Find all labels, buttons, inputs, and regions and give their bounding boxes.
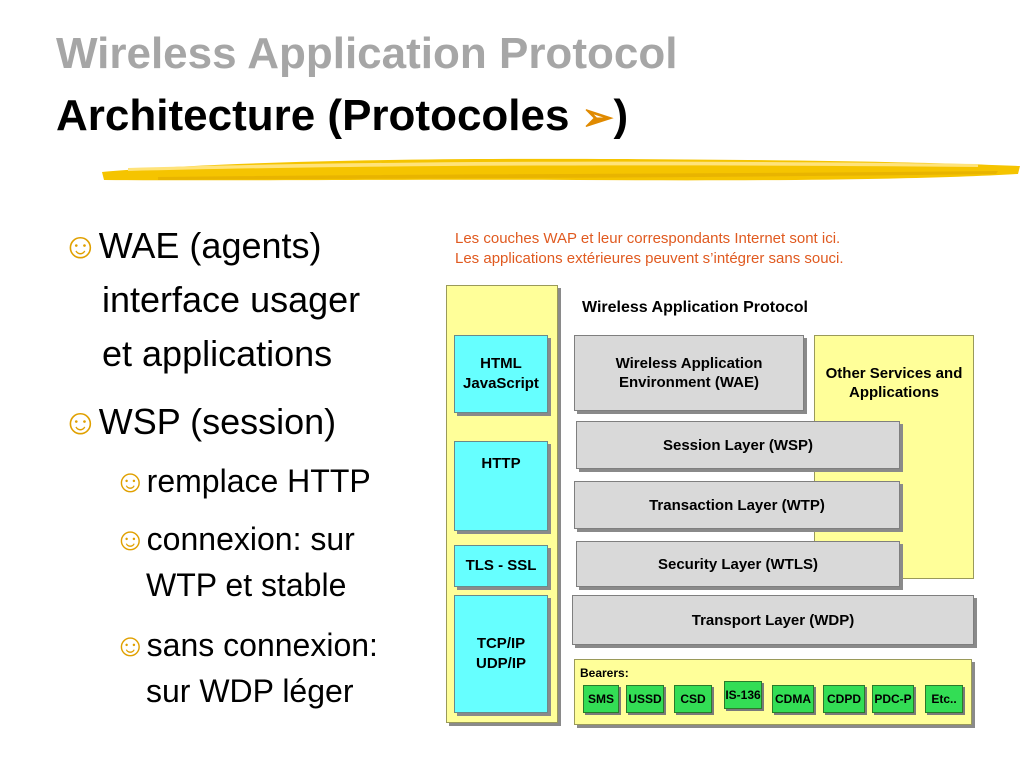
- bearer-pdc-p: PDC-P: [872, 685, 914, 713]
- tcp-ip-label: TCP/IP: [476, 635, 526, 652]
- bullet-wae-line2: interface usager: [102, 279, 361, 320]
- bearers-label: Bearers:: [580, 666, 629, 680]
- title-line2-close: ): [613, 91, 629, 140]
- caption-line2: Les applications extérieures peuvent s’i…: [455, 250, 844, 267]
- smiley-bullet-icon: ☺: [62, 225, 99, 266]
- bearer-etc: Etc..: [925, 685, 963, 713]
- smiley-bullet-icon: ☺: [114, 627, 147, 663]
- bearer-is136: IS-136: [724, 681, 762, 709]
- wae-line1: Wireless Application: [615, 355, 763, 372]
- sub-bullet-sans-connexion: ☺sans connexion:: [114, 626, 378, 664]
- highlighter-stroke: [102, 158, 1020, 181]
- bearer-csd: CSD: [674, 685, 712, 713]
- bullet-wae: ☺WAE (agents): [62, 224, 322, 268]
- bullet-wsp-text: WSP (session): [98, 401, 337, 442]
- slide-title-line1: Wireless Application Protocol: [56, 29, 678, 78]
- sub-bullet-http-text: remplace HTTP: [146, 463, 371, 499]
- tls-ssl-box: TLS - SSL: [454, 545, 548, 587]
- bullet-wae-line3: et applications: [102, 333, 333, 374]
- transport-layer-box: Transport Layer (WDP): [572, 595, 974, 645]
- bullet-wae-line1: WAE (agents): [98, 225, 322, 266]
- session-layer-box: Session Layer (WSP): [576, 421, 900, 469]
- bearer-cdma: CDMA: [772, 685, 814, 713]
- wap-architecture-diagram: HTML JavaScript HTTP TLS - SSL TCP/IP UDP/…: [446, 283, 980, 726]
- sub-bullet-sans-connexion-line2: sur WDP léger: [146, 673, 354, 709]
- transaction-layer-box: Transaction Layer (WTP): [574, 481, 900, 529]
- diagram-heading: Wireless Application Protocol: [582, 299, 808, 316]
- bearer-cdpd: CDPD: [823, 685, 865, 713]
- smiley-bullet-icon: ☺: [62, 401, 99, 442]
- javascript-label: JavaScript: [463, 375, 539, 392]
- caption-line1: Les couches WAP et leur correspondants I…: [455, 230, 841, 247]
- udp-ip-label: UDP/IP: [475, 655, 526, 672]
- smiley-bullet-icon: ☺: [114, 521, 147, 557]
- sub-bullet-http: ☺remplace HTTP: [114, 462, 371, 500]
- arrow-bullet-icon: ➢: [581, 97, 614, 139]
- bearer-sms: SMS: [583, 685, 619, 713]
- html-label: HTML: [480, 355, 522, 372]
- security-layer-box: Security Layer (WTLS): [576, 541, 900, 587]
- smiley-bullet-icon: ☺: [114, 463, 147, 499]
- tcp-udp-box: TCP/IP UDP/IP: [454, 595, 548, 713]
- wae-line2: Environment (WAE): [618, 374, 759, 391]
- other-services-line2: Applications: [848, 384, 939, 401]
- title-line2-text: Architecture (Protocoles: [56, 91, 582, 140]
- sub-bullet-connexion: ☺connexion: sur: [114, 520, 355, 558]
- other-services-line1: Other Services and: [825, 365, 963, 382]
- slide-title-line2: Architecture (Protocoles ➢): [56, 90, 628, 144]
- sub-bullet-connexion-line2: WTP et stable: [146, 567, 347, 603]
- bearer-ussd: USSD: [626, 685, 664, 713]
- http-box: HTTP: [454, 441, 548, 531]
- html-javascript-box: HTML JavaScript: [454, 335, 548, 413]
- bullet-wsp: ☺WSP (session): [62, 400, 336, 444]
- sub-bullet-connexion-line1: connexion: sur: [146, 521, 355, 557]
- sub-bullet-sans-connexion-line1: sans connexion:: [146, 627, 378, 663]
